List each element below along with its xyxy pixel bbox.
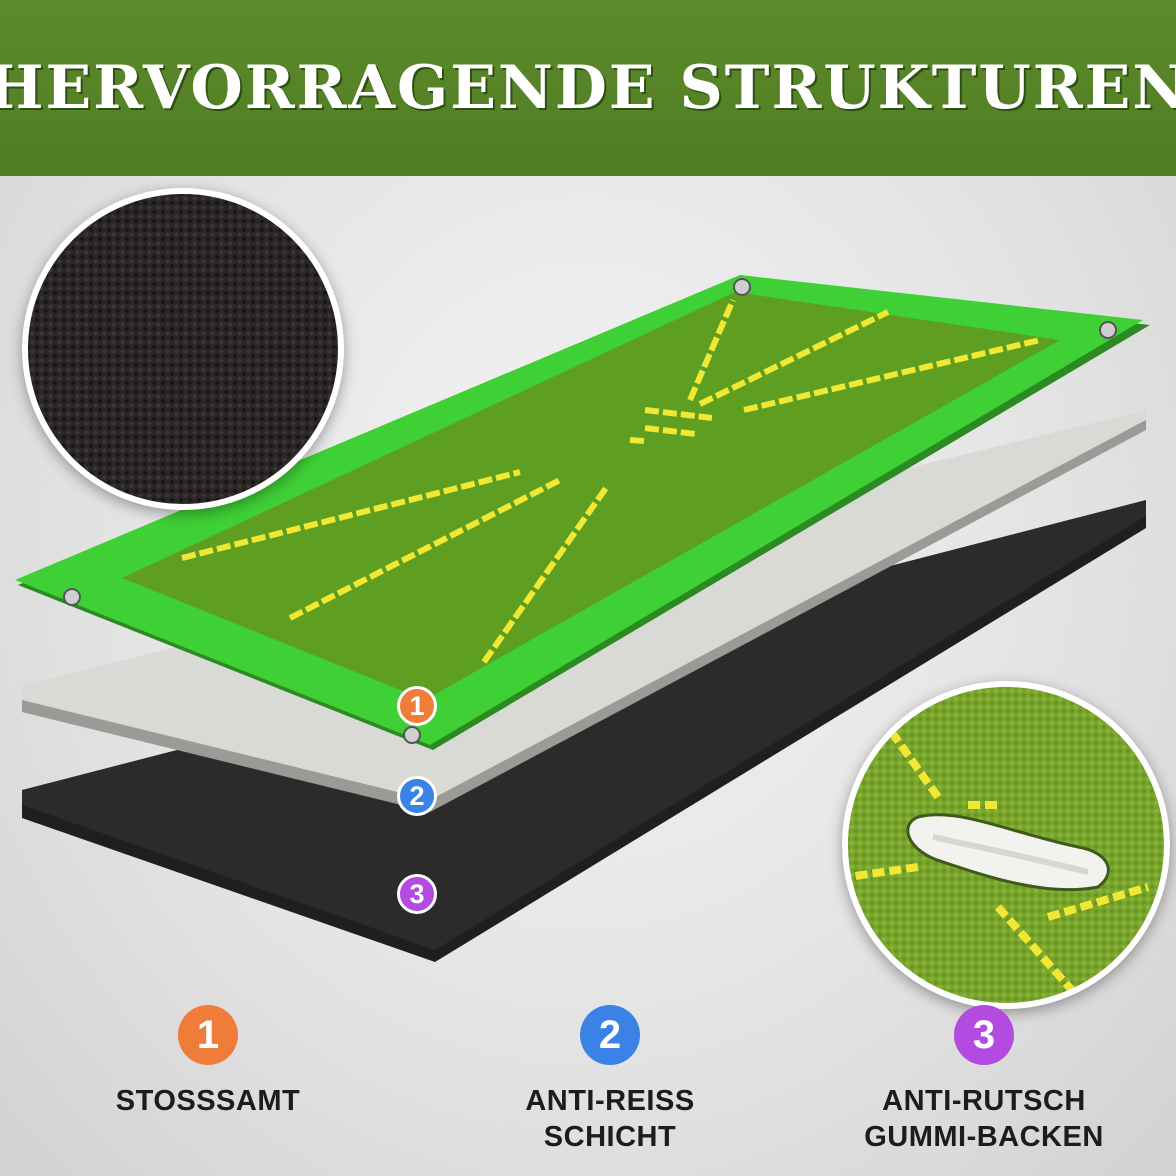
layer-stack-graphic	[15, 275, 1150, 962]
turf-divot-zoom-icon	[842, 681, 1170, 1009]
legend-badge-3-icon: 3	[954, 1005, 1014, 1065]
grommet-icon	[403, 726, 421, 744]
badge-1-icon: 1	[397, 686, 437, 726]
fabric-texture-zoom-icon	[22, 188, 344, 510]
legend-item-3: 3 ANTI-RUTSCH GUMMI-BACKEN	[834, 1005, 1134, 1155]
badge-3-icon: 3	[397, 874, 437, 914]
guide-lines	[181, 298, 1041, 664]
page-title: HERVORRAGENDE STRUKTUREN	[0, 53, 1176, 123]
grommet-icon	[63, 588, 81, 606]
mat-inner	[122, 292, 1060, 700]
legend-item-2: 2 ANTI-REISS SCHICHT	[460, 1005, 760, 1155]
legend-label-1: STOSSSAMT	[115, 1085, 301, 1117]
grommet-icon	[1099, 321, 1117, 339]
grommets	[63, 278, 1117, 744]
legend-label-3: ANTI-RUTSCH GUMMI-BACKEN	[864, 1085, 1104, 1153]
grommet-icon	[733, 278, 751, 296]
legend-badge-2-icon: 2	[580, 1005, 640, 1065]
legend-badge-1-icon: 1	[178, 1005, 238, 1065]
product-illustration: 1 2 3	[0, 176, 1176, 1009]
legend-label-2: ANTI-REISS SCHICHT	[525, 1085, 695, 1153]
legend-item-1: 1 STOSSSAMT	[58, 1005, 358, 1119]
header-banner: HERVORRAGENDE STRUKTUREN	[0, 0, 1176, 176]
badge-2-icon: 2	[397, 776, 437, 816]
